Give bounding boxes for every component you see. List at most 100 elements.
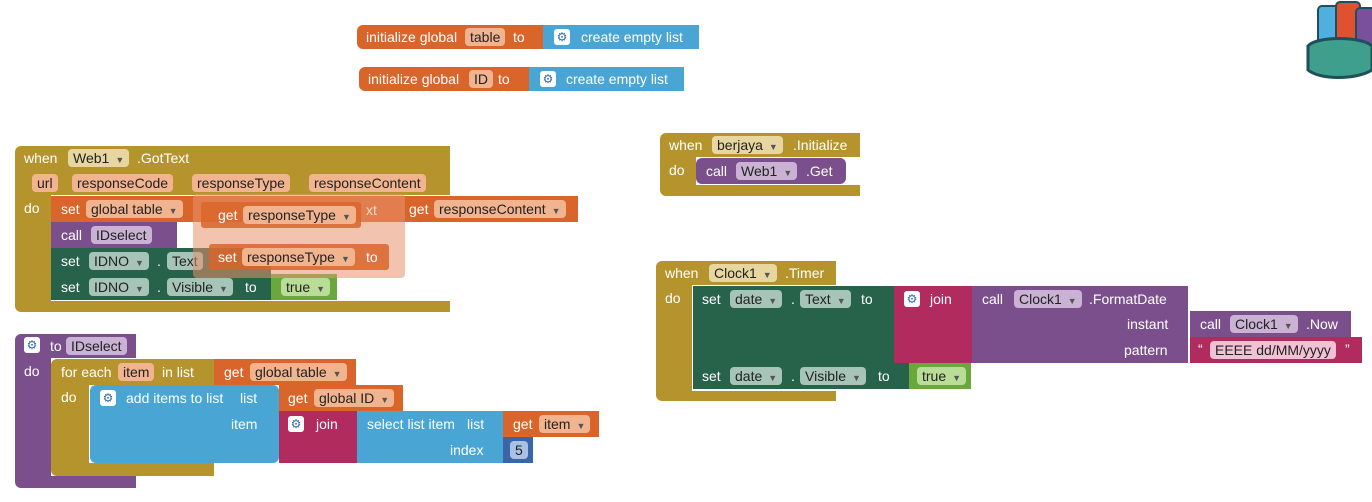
dropdown-arrow-icon: ▼ bbox=[762, 270, 772, 280]
add-items-to-list-block[interactable]: ⚙ add items to list list item bbox=[90, 385, 279, 463]
dropdown-arrow-icon: ▼ bbox=[952, 373, 962, 383]
gear-icon[interactable]: ⚙ bbox=[288, 416, 304, 432]
dropdown-arrow-icon: ▼ bbox=[576, 421, 586, 431]
join-block[interactable]: ⚙ join bbox=[279, 411, 357, 463]
gear-icon[interactable]: ⚙ bbox=[554, 29, 570, 45]
boolean-dropdown[interactable]: true▼ bbox=[281, 278, 331, 296]
component-dropdown[interactable]: IDNO▼ bbox=[89, 252, 149, 270]
loop-variable-field[interactable]: item bbox=[118, 363, 155, 381]
param-url[interactable]: url bbox=[32, 174, 58, 192]
true-block[interactable]: true▼ bbox=[271, 274, 337, 300]
when-label: when bbox=[669, 137, 703, 153]
get-label: get bbox=[218, 207, 238, 223]
backpack-icon[interactable] bbox=[1306, 0, 1372, 80]
do-label: do bbox=[669, 162, 685, 178]
get-label: get bbox=[224, 364, 244, 380]
dropdown-arrow-icon: ▼ bbox=[341, 212, 351, 222]
item-label: item bbox=[231, 416, 258, 432]
gear-icon[interactable]: ⚙ bbox=[540, 71, 556, 87]
init-global-id-block[interactable]: initialize global ID to bbox=[359, 67, 529, 91]
method-label: .Get bbox=[806, 163, 833, 179]
component-dropdown[interactable]: Web1▼ bbox=[68, 149, 130, 167]
when-label: when bbox=[24, 150, 58, 166]
get-item-block[interactable]: get item▼ bbox=[503, 411, 599, 437]
dot-label: . bbox=[157, 253, 161, 269]
dot-label: . bbox=[791, 291, 795, 307]
init-global-label: initialize global bbox=[368, 71, 460, 87]
param-responsetype[interactable]: responseType bbox=[192, 174, 290, 192]
pattern-label: pattern bbox=[1124, 342, 1168, 358]
component-dropdown[interactable]: date▼ bbox=[730, 290, 783, 308]
do-label: do bbox=[24, 363, 40, 379]
variable-dropdown[interactable]: responseType▼ bbox=[242, 248, 355, 266]
gear-icon[interactable]: ⚙ bbox=[24, 337, 40, 353]
join-label: join bbox=[930, 291, 952, 307]
variable-dropdown[interactable]: responseContent▼ bbox=[434, 200, 566, 218]
call-idselect-block[interactable]: call IDselect bbox=[51, 222, 177, 248]
instant-label: instant bbox=[1127, 316, 1169, 332]
in-list-label: in list bbox=[162, 364, 194, 380]
number-value-field[interactable]: 5 bbox=[510, 441, 528, 459]
variable-dropdown[interactable]: global table▼ bbox=[86, 200, 183, 218]
set-label: set bbox=[702, 291, 721, 307]
component-dropdown[interactable]: berjaya▼ bbox=[712, 136, 783, 154]
method-label: .FormatDate bbox=[1089, 291, 1167, 307]
dropdown-arrow-icon: ▼ bbox=[115, 155, 125, 165]
gear-icon[interactable]: ⚙ bbox=[904, 291, 920, 307]
call-web1-get-block[interactable]: call Web1▼ .Get bbox=[696, 158, 846, 184]
component-dropdown[interactable]: Web1▼ bbox=[736, 162, 798, 180]
get-global-table-block[interactable]: get global table▼ bbox=[214, 359, 356, 385]
dropdown-arrow-icon: ▼ bbox=[852, 373, 861, 383]
global-name-field[interactable]: ID bbox=[469, 70, 493, 88]
procedure-name-field[interactable]: IDselect bbox=[91, 226, 152, 244]
dragged-block-ghost[interactable]: get responseType▼ xt set responseType▼ t… bbox=[193, 194, 405, 278]
procedure-name-field[interactable]: IDselect bbox=[66, 337, 127, 355]
call-clock1-now-block[interactable]: call Clock1▼ .Now bbox=[1190, 311, 1351, 337]
number-block[interactable]: 5 bbox=[503, 437, 533, 463]
dropdown-arrow-icon: ▼ bbox=[768, 296, 778, 306]
call-label: call bbox=[706, 163, 728, 179]
method-label: .Now bbox=[1306, 316, 1338, 332]
param-responsecode[interactable]: responseCode bbox=[72, 174, 174, 192]
event-name-label: .Initialize bbox=[793, 137, 848, 153]
variable-dropdown[interactable]: global ID▼ bbox=[314, 389, 395, 407]
text-string-block[interactable]: “ EEEE dd/MM/yyyy ” bbox=[1190, 337, 1362, 363]
variable-dropdown[interactable]: item▼ bbox=[539, 415, 591, 433]
component-dropdown[interactable]: date▼ bbox=[730, 367, 783, 385]
property-dropdown[interactable]: Text▼ bbox=[800, 290, 851, 308]
select-list-item-block[interactable]: select list item list index bbox=[357, 411, 503, 463]
true-block[interactable]: true▼ bbox=[909, 363, 971, 389]
to-label: to bbox=[245, 279, 257, 295]
create-empty-list-label: create empty list bbox=[581, 29, 683, 45]
init-global-table-block[interactable]: initialize global table to bbox=[357, 25, 543, 49]
component-dropdown[interactable]: IDNO▼ bbox=[89, 278, 149, 296]
set-idno-visible-block[interactable]: set IDNO▼ . Visible▼ to bbox=[51, 274, 271, 300]
param-responsecontent[interactable]: responseContent bbox=[309, 174, 426, 192]
boolean-dropdown[interactable]: true▼ bbox=[917, 367, 967, 385]
variable-dropdown[interactable]: global table▼ bbox=[250, 363, 347, 381]
get-global-id-block[interactable]: get global ID▼ bbox=[279, 385, 403, 411]
select-list-item-label: select list item bbox=[367, 416, 455, 432]
property-dropdown[interactable]: Visible▼ bbox=[800, 367, 866, 385]
get-responsecontent-block[interactable]: get responseContent▼ bbox=[402, 196, 578, 222]
property-dropdown[interactable]: Visible▼ bbox=[167, 278, 233, 296]
create-empty-list-block[interactable]: ⚙ create empty list bbox=[529, 67, 684, 91]
component-dropdown[interactable]: Clock1▼ bbox=[1014, 290, 1082, 308]
text-value-field[interactable]: EEEE dd/MM/yyyy bbox=[1210, 341, 1336, 359]
set-label: set bbox=[61, 253, 80, 269]
set-date-text-block[interactable]: set date▼ . Text▼ to bbox=[693, 286, 894, 363]
global-name-field[interactable]: table bbox=[465, 28, 506, 46]
set-date-visible-block[interactable]: set date▼ . Visible▼ to bbox=[693, 363, 909, 389]
variable-dropdown[interactable]: responseType▼ bbox=[243, 206, 356, 224]
call-label: call bbox=[61, 227, 83, 243]
gear-icon[interactable]: ⚙ bbox=[100, 390, 116, 406]
call-formatdate-block[interactable]: call Clock1▼ .FormatDate instant pattern bbox=[972, 286, 1188, 363]
get-label: get bbox=[513, 416, 533, 432]
component-dropdown[interactable]: Clock1▼ bbox=[709, 264, 777, 282]
dropdown-arrow-icon: ▼ bbox=[168, 206, 178, 216]
index-label: index bbox=[450, 442, 484, 458]
event-name-label: .GotText bbox=[137, 150, 190, 166]
join-block[interactable]: ⚙ join bbox=[894, 286, 972, 363]
component-dropdown[interactable]: Clock1▼ bbox=[1230, 315, 1298, 333]
create-empty-list-block[interactable]: ⚙ create empty list bbox=[543, 25, 699, 49]
